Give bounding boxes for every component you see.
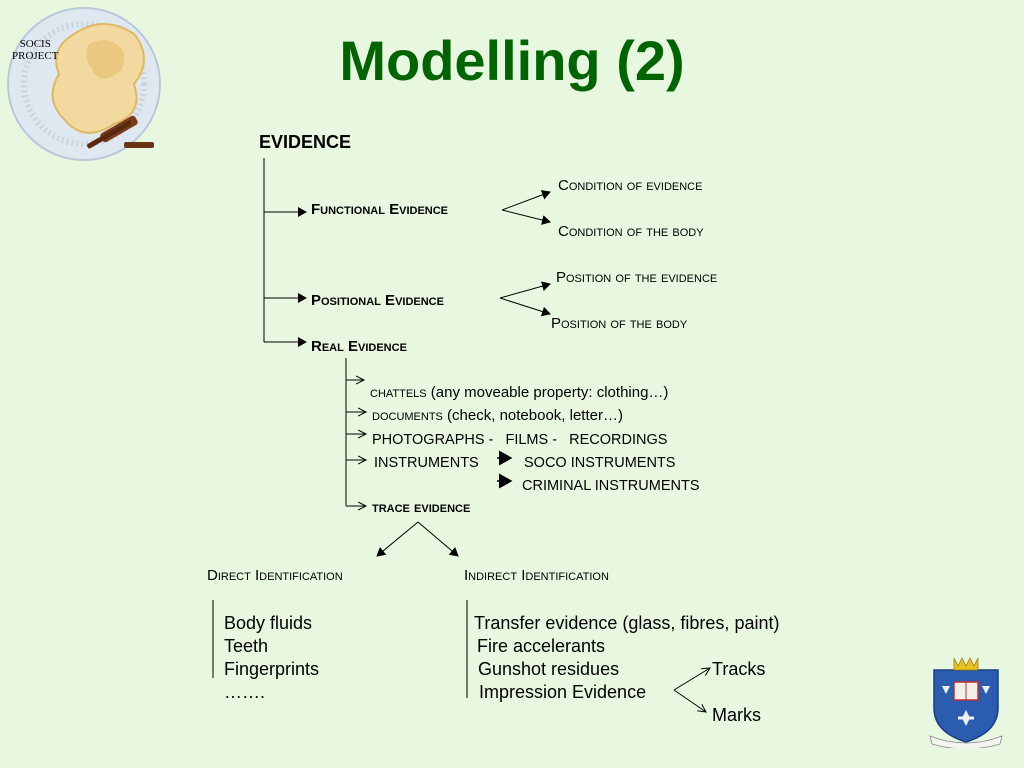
position-of-evidence: Position of the evidence: [556, 269, 718, 286]
positional-evidence-label: Positional Evidence: [311, 292, 444, 309]
direct-item-teeth: Teeth: [224, 636, 269, 656]
documents-item: documents (check, notebook, letter…): [372, 407, 623, 425]
indirect-identification-label: Indirect Identification: [464, 567, 609, 584]
university-crest-logo: [928, 656, 1004, 750]
direct-item-ellipsis: …….: [224, 682, 266, 702]
direct-item-fingerprints: Fingerprints: [224, 659, 320, 679]
impression-tracks: Tracks: [712, 659, 766, 679]
direct-item-body-fluids: Body fluids: [224, 613, 313, 633]
slide-title: Modelling (2): [339, 29, 685, 92]
condition-of-body: Condition of the body: [558, 223, 704, 240]
direct-identification-label: Direct Identification: [207, 567, 343, 584]
indirect-item-gunshot: Gunshot residues: [478, 659, 620, 679]
socis-project-logo: SOCIS PROJECT: [4, 4, 164, 164]
functional-evidence-label: Functional Evidence: [311, 201, 449, 218]
photographs-films-recordings: PHOTOGRAPHS - FILMS - RECORDINGS: [372, 432, 668, 448]
logo-text-line1: SOCIS: [19, 38, 51, 50]
instruments-label: INSTRUMENTS: [374, 455, 479, 471]
real-evidence-label: Real Evidence: [311, 338, 407, 355]
indirect-item-fire-accelerants: Fire accelerants: [477, 636, 606, 656]
indirect-item-impression: Impression Evidence: [479, 682, 647, 702]
indirect-item-transfer: Transfer evidence (glass, fibres, paint): [474, 613, 780, 633]
documents-label: documents: [372, 407, 443, 424]
condition-of-evidence: Condition of evidence: [558, 177, 703, 194]
chattels-label: chattels: [370, 384, 427, 401]
trace-evidence-label: trace evidence: [372, 499, 471, 516]
soco-instruments: SOCO INSTRUMENTS: [524, 455, 676, 471]
chattels-detail: (any moveable property: clothing…): [426, 384, 669, 401]
evidence-root: EVIDENCE: [259, 132, 352, 152]
logo-text-line2: PROJECT: [12, 50, 59, 62]
documents-detail: (check, notebook, letter…): [442, 407, 623, 424]
impression-marks: Marks: [712, 705, 761, 725]
position-of-body: Position of the body: [551, 315, 688, 332]
chattels-item: chattels (any moveable property: clothin…: [370, 384, 668, 402]
criminal-instruments: CRIMINAL INSTRUMENTS: [522, 478, 700, 494]
